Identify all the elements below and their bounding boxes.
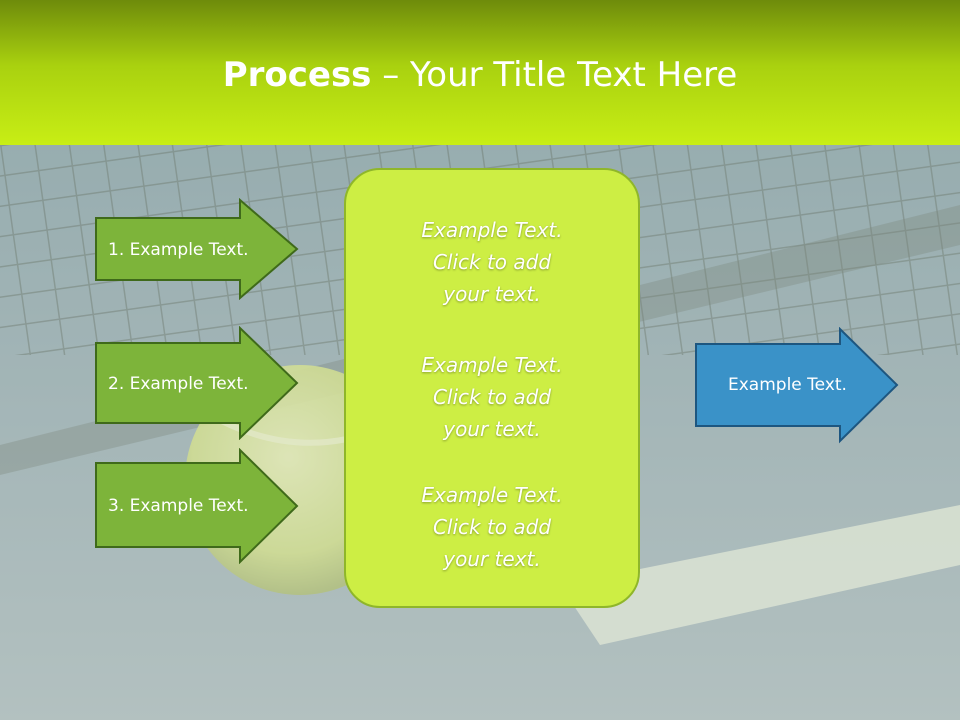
title-bar: Process – Your Title Text Here: [0, 0, 960, 145]
left-arrow-1-label: 1. Example Text.: [108, 240, 249, 260]
right-arrow[interactable]: Example Text.: [694, 327, 900, 445]
title-rest: – Your Title Text Here: [371, 55, 738, 95]
left-arrow-2[interactable]: 2. Example Text.: [94, 326, 300, 440]
center-text-3[interactable]: Example Text. Click to add your text.: [421, 483, 563, 571]
center-text-1[interactable]: Example Text. Click to add your text.: [421, 218, 563, 306]
title-bold: Process: [222, 55, 372, 95]
left-arrow-3[interactable]: 3. Example Text.: [94, 448, 300, 564]
left-arrow-2-label: 2. Example Text.: [108, 374, 249, 394]
slide-title[interactable]: Process – Your Title Text Here: [0, 52, 960, 98]
center-text-2[interactable]: Example Text. Click to add your text.: [421, 353, 563, 441]
center-content-box[interactable]: Example Text. Click to add your text. Ex…: [344, 168, 640, 608]
right-arrow-label: Example Text.: [728, 375, 847, 395]
left-arrow-1[interactable]: 1. Example Text.: [94, 198, 300, 300]
left-arrow-3-label: 3. Example Text.: [108, 496, 249, 516]
